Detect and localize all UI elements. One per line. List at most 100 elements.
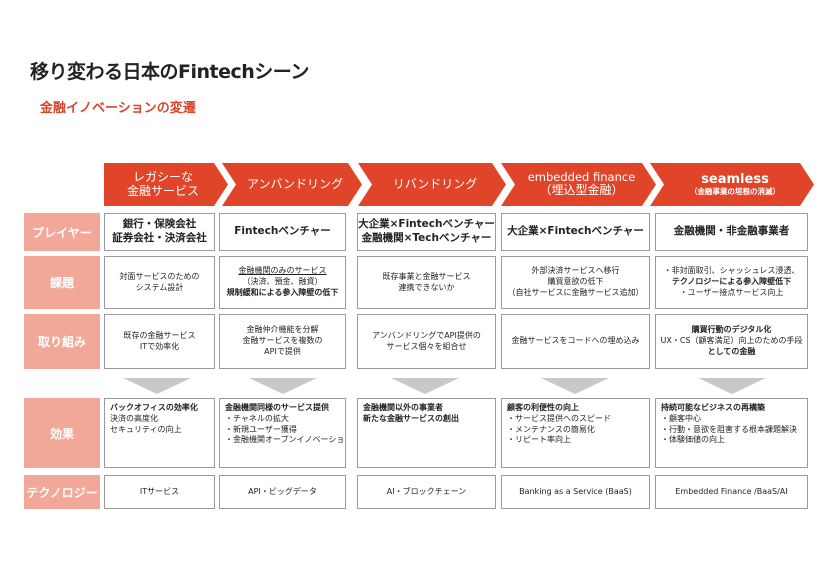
page-subtitle: 金融イノベーションの変遷 [40,101,196,116]
issues-text: 既存事業と金融サービス [382,271,471,281]
effects-text: ・サービス提供へのスピード [507,413,611,423]
technology-cell: Banking as a Service (BaaS) [501,475,650,509]
effects-text: 金融機関以外の事業者 [363,403,443,412]
players-text: 大企業×Fintechベンチャー [358,218,495,231]
issues-text: （自社サービスに金融サービス追加） [507,287,644,297]
page-title: 移り変わる日本のFintechシーン [30,61,309,83]
issues-text: 対面サービスのための [119,271,200,281]
down-arrow-icon [391,378,459,394]
row-label-efforts: 取り組み [24,314,100,369]
effects-cell: バックオフィスの効率化決済の高度化セキュリティの向上 [104,398,215,468]
efforts-text: としての金融 [707,346,756,356]
stage-chevron: embedded finance（埋込型金融） [501,163,656,206]
effects-text: ・新規ユーザー獲得 [225,424,297,434]
effects-cell: 顧客の利便性の向上・サービス提供へのスピード・メンテナンスの簡易化・リピート率向… [501,398,650,468]
effects-text: 決済の高度化 [110,413,158,423]
players-cell: 大企業×Fintechベンチャー [501,213,650,251]
issues-text: テクノロジーによる参入障壁低下 [671,277,792,287]
row-label-technology: テクノロジー [24,475,100,509]
efforts-cell: アンバンドリングでAPI提供のサービス個々を組合せ [357,314,496,369]
efforts-text: ITで効率化 [139,341,180,351]
issues-text: ・ユーザー接点サービス向上 [679,287,784,297]
effects-text: ・体験価値の向上 [661,435,725,445]
efforts-text: APIで提供 [264,346,301,356]
issues-text: （決済、預金、融資） [242,277,323,287]
effects-text: ・金融機関オープンイノベーション [225,435,346,445]
technology-text: AI・ブロックチェーン [386,486,467,496]
technology-cell: API・ビッグデータ [219,475,346,509]
down-arrow-icon [249,378,317,394]
issues-text: 外部決済サービスへ移行 [531,266,620,276]
technology-text: API・ビッグデータ [248,486,317,496]
issues-cell: 金融機関のみのサービス（決済、預金、融資）規制緩和による参入障壁の低下 [219,256,346,309]
efforts-text: 既存の金融サービス [123,330,196,340]
down-arrow-icon [698,378,766,394]
issues-text: ・非対面取引、シャッシュレス浸透、 [663,266,800,276]
effects-text: 金融機関同様のサービス提供 [225,403,329,412]
stage-subtitle: （埋込型金融） [539,183,624,198]
technology-cell: Embedded Finance /BaaS/AI [655,475,808,509]
effects-text: 新たな金融サービスの創出 [363,413,459,423]
stage-title: リバンドリング [392,176,478,191]
technology-text: ITサービス [139,486,180,496]
effects-text: ・顧客中心 [661,413,701,423]
efforts-text: 購買行動のデジタル化 [691,325,772,335]
row-label-players: プレイヤー [24,213,100,251]
stage-chevron: seamless（金融事業の垣根の消滅） [650,163,814,206]
issues-cell: 対面サービスのためのシステム設計 [104,256,215,309]
stage-subtitle: （金融事業の垣根の消滅） [690,186,780,196]
efforts-text: アンバンドリングでAPI提供の [372,330,481,340]
stage-title: アンバンドリング [246,176,344,191]
efforts-text: 金融仲介機能を分解 [246,325,319,335]
stage-title: seamless [701,171,769,187]
down-arrow-icon [541,378,609,394]
players-cell: 金融機関・非金融事業者 [655,213,808,251]
technology-text: Embedded Finance /BaaS/AI [675,486,788,496]
stage-title: embedded finance [527,169,636,184]
effects-text: ・チャネルの拡大 [225,413,289,423]
players-text: 金融機関×Techベンチャー [361,232,492,244]
stage-subtitle: 金融サービス [126,183,199,198]
effects-text: バックオフィスの効率化 [110,403,198,412]
stage-title: レガシーな [132,169,193,184]
players-text: 銀行・保険会社 [122,218,197,231]
stage-chevron: レガシーな金融サービス [104,163,228,206]
effects-text: 持続可能なビジネスの再構築 [661,403,765,412]
players-cell: 大企業×Fintechベンチャー金融機関×Techベンチャー [357,213,496,251]
effects-text: セキュリティの向上 [110,424,182,434]
effects-text: 顧客の利便性の向上 [507,403,579,412]
issues-text: 購買意欲の低下 [547,277,604,287]
efforts-text: 金融サービスを複数の [242,336,323,346]
players-cell: Fintechベンチャー [219,213,346,251]
down-arrow-icon [123,378,191,394]
players-text: 証券会社・決済会社 [112,232,207,244]
efforts-text: サービス個々を組合せ [386,341,467,351]
players-text: Fintechベンチャー [234,225,331,238]
technology-cell: AI・ブロックチェーン [357,475,496,509]
issues-cell: 既存事業と金融サービス連携できないか [357,256,496,309]
issues-text: システム設計 [135,282,184,292]
efforts-cell: 金融サービスをコードへの埋め込み [501,314,650,369]
stage-chevron: アンバンドリング [222,163,362,206]
players-cell: 銀行・保険会社証券会社・決済会社 [104,213,215,251]
efforts-text: UX・CS（顧客満足）向上のための手段 [660,336,803,346]
effects-text: ・行動・意欲を阻害する根本課題解決 [661,424,797,434]
issues-text: 連携できないか [398,282,455,292]
row-label-issues: 課題 [24,256,100,309]
issues-text: 規制緩和による参入障壁の低下 [226,287,339,297]
effects-cell: 金融機関同様のサービス提供・チャネルの拡大・新規ユーザー獲得・金融機関オープンイ… [219,398,346,468]
issues-cell: 外部決済サービスへ移行購買意欲の低下（自社サービスに金融サービス追加） [501,256,650,309]
players-text: 大企業×Fintechベンチャー [507,225,644,238]
efforts-text: 金融サービスをコードへの埋め込み [511,336,640,346]
issues-text: 金融機関のみのサービス [238,266,327,276]
effects-text: ・メンテナンスの簡易化 [507,424,595,434]
players-text: 金融機関・非金融事業者 [673,225,790,238]
row-label-effects: 効果 [24,398,100,468]
effects-cell: 金融機関以外の事業者新たな金融サービスの創出 [357,398,496,468]
technology-text: Banking as a Service (BaaS) [519,486,632,496]
stage-chevron: リバンドリング [358,163,506,206]
technology-cell: ITサービス [104,475,215,509]
